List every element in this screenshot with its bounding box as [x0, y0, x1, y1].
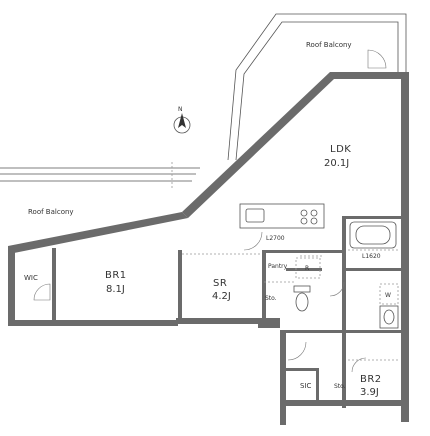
roof-balcony-left	[0, 162, 200, 188]
room-ldk-name: LDK	[330, 144, 351, 155]
exterior-walls	[8, 72, 409, 425]
refrigerator-space	[295, 257, 321, 279]
doors	[33, 49, 387, 373]
washer-label: W	[385, 292, 391, 299]
bathtub[interactable]	[349, 221, 397, 249]
room-sr-name: SR	[213, 278, 227, 289]
roof-balcony-top-label: Roof Balcony	[306, 41, 352, 49]
room-sr-size: 4.2J	[212, 291, 231, 302]
storage-sr-label: Sto.	[265, 295, 277, 302]
roof-balcony-top	[227, 13, 407, 161]
refrigerator-label: R	[305, 265, 309, 272]
room-ldk-size: 20.1J	[324, 158, 349, 169]
washer-space	[379, 283, 399, 305]
room-br2-name: BR2	[360, 374, 382, 385]
compass-north-label: N	[178, 106, 183, 113]
storage-br2-label: Sto.	[334, 383, 346, 390]
room-br1-name: BR1	[105, 270, 127, 281]
room-wic-name: WIC	[24, 274, 38, 282]
room-br1-size: 8.1J	[106, 284, 125, 295]
room-br2-size: 3.9J	[360, 387, 379, 398]
bath-dimension-label: L1620	[362, 253, 381, 260]
pantry-label: Pantry	[268, 263, 288, 270]
kitchen-dimension-label: L2700	[266, 235, 285, 242]
washbasin[interactable]	[379, 305, 399, 329]
room-sic-name: SIC	[300, 382, 312, 390]
interior-dashed-lines	[182, 249, 400, 361]
toilet[interactable]	[293, 285, 311, 312]
roof-balcony-left-label: Roof Balcony	[28, 208, 74, 216]
interior-walls	[52, 216, 404, 408]
compass: N	[173, 106, 191, 134]
kitchen-counter[interactable]	[239, 203, 325, 229]
